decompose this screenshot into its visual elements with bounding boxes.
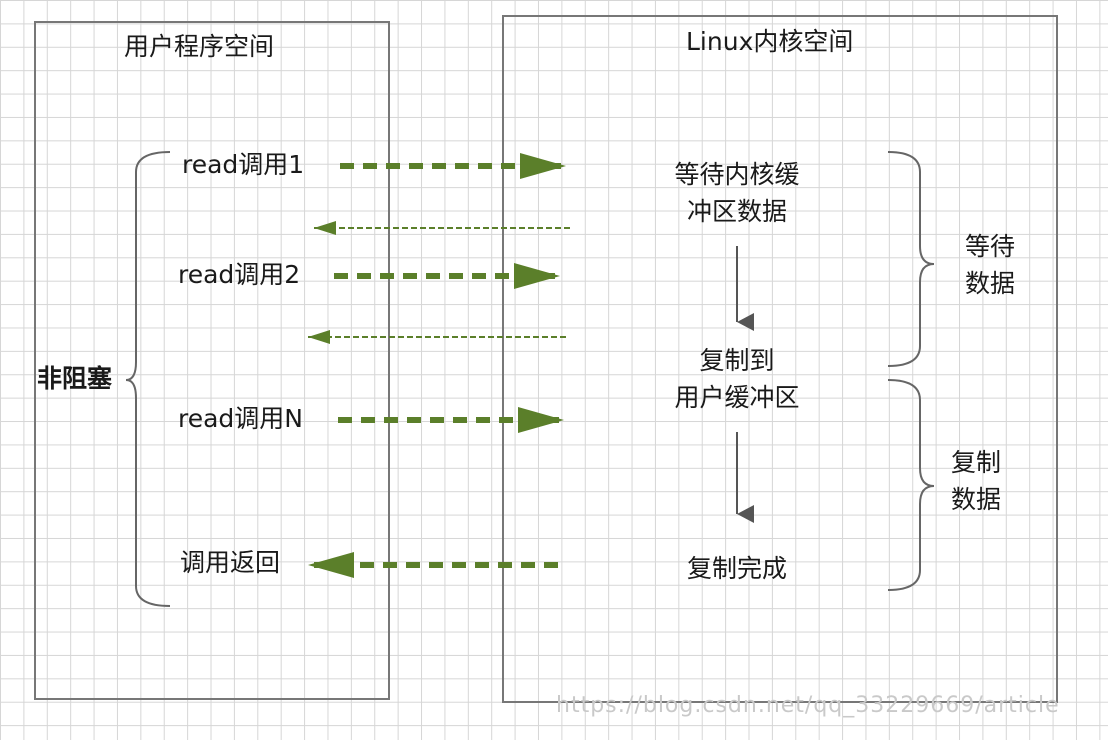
non-blocking-brace bbox=[125, 151, 171, 607]
wait-kernel-buffer-label: 等待内核缓 冲区数据 bbox=[674, 160, 800, 226]
wait-data-label: 等待 数据 bbox=[964, 232, 1015, 298]
copy-data-label: 复制 数据 bbox=[950, 448, 1001, 514]
read-call-2-label: read调用2 bbox=[178, 260, 301, 289]
kernel-space-box bbox=[502, 15, 1058, 703]
read-call-1-label: read调用1 bbox=[182, 150, 305, 179]
user-space-title: 用户程序空间 bbox=[124, 32, 275, 61]
copy-to-user-buffer-label: 复制到 用户缓冲区 bbox=[674, 346, 800, 412]
call-return-label: 调用返回 bbox=[180, 548, 281, 577]
read-call-n-label: read调用N bbox=[178, 404, 304, 433]
watermark: https://blog.csdn.net/qq_33229669/articl… bbox=[556, 693, 1060, 718]
copy-data-brace bbox=[887, 379, 935, 591]
user-space-box bbox=[34, 21, 390, 700]
non-blocking-label: 非阻塞 bbox=[37, 364, 113, 393]
kernel-space-title: Linux内核空间 bbox=[686, 27, 854, 56]
copy-done-label: 复制完成 bbox=[686, 554, 787, 583]
wait-data-brace bbox=[887, 151, 935, 367]
